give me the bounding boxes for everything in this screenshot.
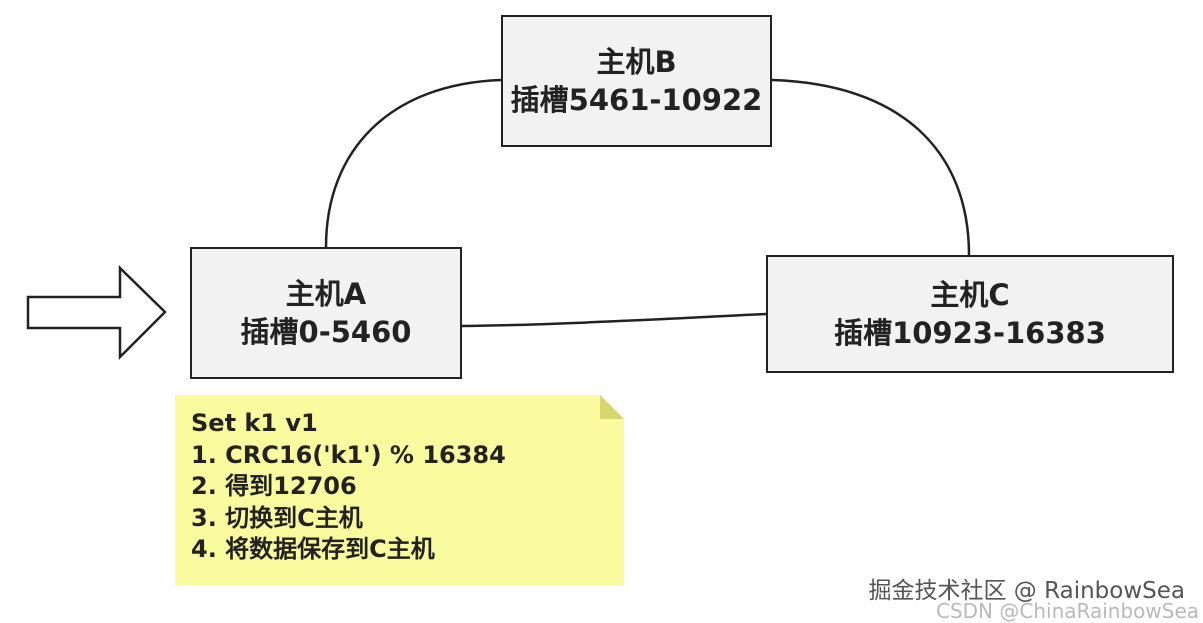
watermark-primary: 掘金技术社区 @ RainbowSea	[868, 578, 1186, 604]
note-line-step-4: 4. 将数据保存到C主机	[191, 535, 435, 563]
host-b-slots: 插槽5461-10922	[510, 83, 763, 117]
sticky-note: Set k1 v1 1. CRC16('k1') % 16384 2. 得到12…	[175, 395, 624, 585]
host-a-slots: 插槽0-5460	[240, 315, 412, 349]
note-line-step-1: 1. CRC16('k1') % 16384	[191, 440, 506, 469]
right-arrow-outline-icon	[26, 265, 167, 361]
link-b-c	[771, 78, 971, 256]
link-a-b	[324, 78, 502, 248]
note-line-step-3: 3. 切换到C主机	[191, 503, 363, 532]
host-c-title: 主机C	[930, 278, 1010, 312]
host-a-node: 主机A 插槽0-5460	[190, 247, 462, 379]
link-a-c	[461, 312, 767, 328]
host-b-node: 主机B 插槽5461-10922	[501, 15, 772, 147]
host-c-slots: 插槽10923-16383	[834, 316, 1106, 350]
note-fold-corner	[600, 395, 624, 419]
note-line-command: Set k1 v1	[191, 409, 318, 437]
watermark-secondary: CSDN @ChinaRainbowSea	[936, 599, 1199, 623]
host-a-title: 主机A	[285, 277, 367, 311]
host-b-title: 主机B	[596, 45, 677, 79]
host-c-node: 主机C 插槽10923-16383	[766, 255, 1174, 373]
note-line-step-2: 2. 得到12706	[191, 472, 357, 500]
